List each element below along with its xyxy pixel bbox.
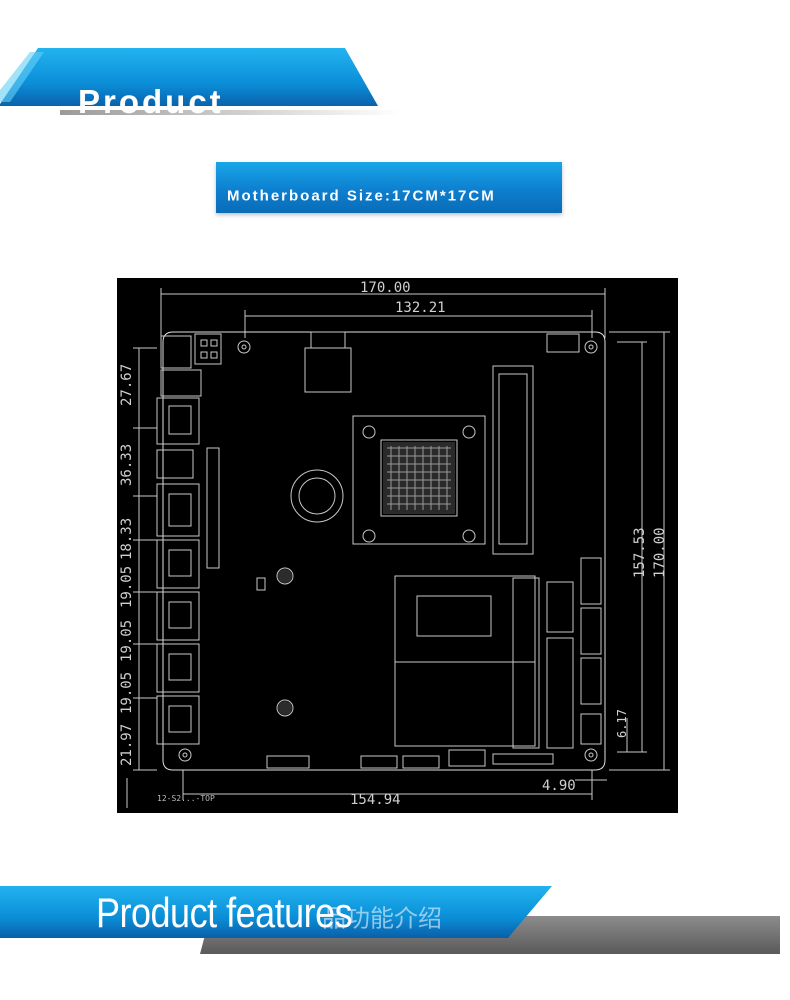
board-drawing: 170.00 132.21 154.94 4.90 170.00 157.53 … — [117, 278, 678, 813]
dim-left-1: 27.67 — [119, 363, 135, 406]
size-label: Motherboard Size:17CM*17CM — [227, 187, 496, 205]
features-banner: Product features 品功能介绍 — [0, 882, 790, 962]
page-title: Product — [78, 83, 224, 120]
board-outline — [126, 288, 670, 808]
dim-right-inner: 157.53 — [632, 527, 648, 578]
dim-top-total: 170.00 — [360, 280, 411, 296]
dim-bottom-offset: 4.90 — [542, 778, 576, 794]
dim-top-inner: 132.21 — [395, 300, 446, 316]
product-banner: Product — [0, 44, 420, 124]
part-code: 12-S2...-TOP — [157, 794, 215, 803]
dim-left-2: 36.33 — [119, 443, 135, 486]
dim-right-small: 6.17 — [615, 709, 629, 738]
dim-left-6: 19.05 — [119, 671, 135, 714]
dim-left-5: 19.05 — [119, 619, 135, 662]
dim-left-7: 21.97 — [119, 723, 135, 766]
features-chinese: 品功能介绍 — [322, 904, 442, 933]
dim-left-3: 18.33 — [119, 517, 135, 560]
size-label-box: Motherboard Size:17CM*17CM — [216, 162, 562, 213]
dim-right-total: 170.00 — [652, 527, 668, 578]
features-banner-shape — [0, 886, 780, 954]
dim-bottom-width: 154.94 — [350, 792, 401, 808]
dim-left-4: 19.05 — [119, 565, 135, 608]
banner-shape — [0, 48, 400, 115]
features-title: Product features — [96, 888, 353, 936]
